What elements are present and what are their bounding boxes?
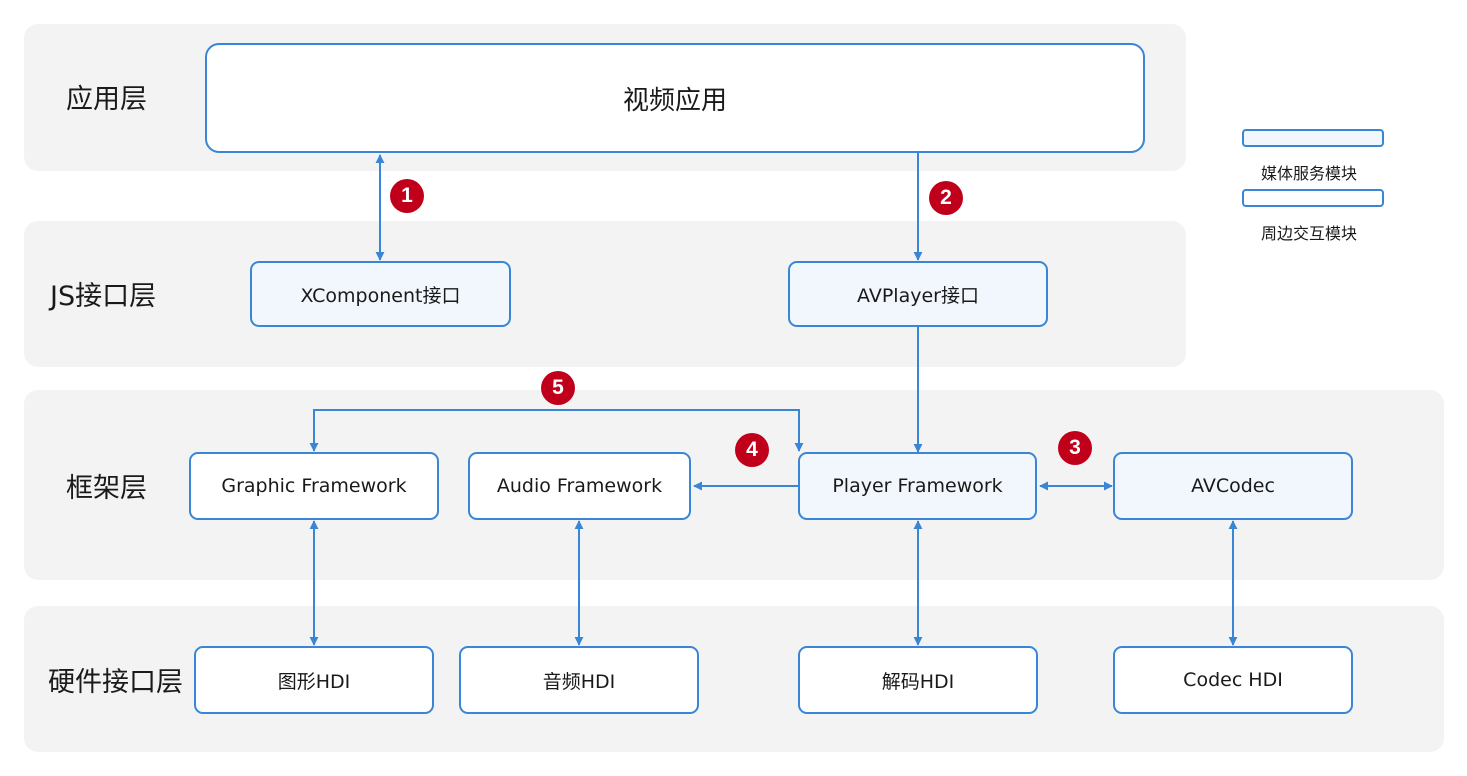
badge-5: 5 [541,371,575,405]
decode-hdi-box: 解码HDI [798,646,1038,714]
xcomponent-interface-box: XComponent接口 [250,261,511,327]
avcodec-box: AVCodec [1113,452,1353,520]
audio-hdi-box: 音频HDI [459,646,699,714]
legend-swatch-media [1242,129,1384,147]
avplayer-interface-box: AVPlayer接口 [788,261,1048,327]
layer-label-js: JS接口层 [50,281,157,312]
layer-label-app: 应用层 [66,84,147,115]
legend-label-media: 媒体服务模块 [1261,164,1358,183]
player-framework-box: Player Framework [798,452,1037,520]
badge-1: 1 [390,179,424,213]
graphic-hdi-box: 图形HDI [194,646,434,714]
codec-hdi-box: Codec HDI [1113,646,1353,714]
audio-framework-box: Audio Framework [468,452,691,520]
layer-label-framework: 框架层 [66,473,147,504]
arrow-graphic-player [309,409,804,452]
layer-label-hdi: 硬件接口层 [48,667,183,698]
video-app-box: 视频应用 [205,43,1145,153]
badge-3: 3 [1058,431,1092,465]
graphic-framework-box: Graphic Framework [189,452,439,520]
legend-swatch-peripheral [1242,189,1384,207]
badge-2: 2 [929,181,963,215]
legend-label-peripheral: 周边交互模块 [1261,224,1358,243]
badge-4: 4 [735,433,769,467]
